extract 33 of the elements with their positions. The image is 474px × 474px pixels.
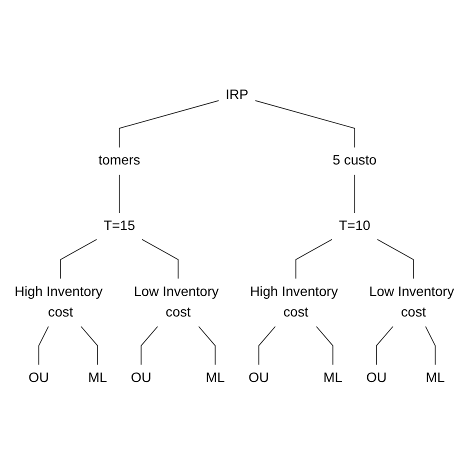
connector — [118, 100, 220, 148]
connector — [254, 100, 356, 148]
connector — [38, 326, 49, 366]
node-text: ML — [206, 370, 225, 386]
connector — [316, 326, 334, 366]
connector — [198, 326, 216, 366]
node-text: OU — [248, 370, 270, 386]
node-text: T=15 — [104, 219, 136, 234]
connector — [354, 174, 356, 214]
node-text: ML — [426, 370, 445, 386]
connector — [376, 238, 414, 280]
connector — [258, 326, 276, 366]
node-text: Low Inventory cost — [369, 284, 454, 320]
connector — [60, 238, 98, 280]
node-text: Low Inventory cost — [134, 284, 219, 320]
connector — [118, 174, 120, 214]
connector — [295, 238, 333, 280]
node-text: High Inventory cost — [250, 284, 338, 320]
node-text: High Inventory cost — [14, 284, 103, 320]
connector — [141, 238, 179, 280]
node-text: OU — [130, 370, 152, 386]
node-text: IRP — [226, 88, 248, 102]
node-text: OU — [366, 370, 387, 386]
node-text: 5 custo — [332, 153, 377, 168]
connector — [376, 326, 394, 366]
connector — [425, 326, 436, 366]
connector — [80, 326, 98, 366]
node-text: tomers — [98, 153, 140, 168]
node-text: ML — [323, 370, 342, 386]
node-text: T=10 — [338, 219, 370, 234]
connector — [140, 326, 158, 366]
node-text: OU — [28, 370, 49, 386]
node-text: ML — [88, 370, 108, 386]
